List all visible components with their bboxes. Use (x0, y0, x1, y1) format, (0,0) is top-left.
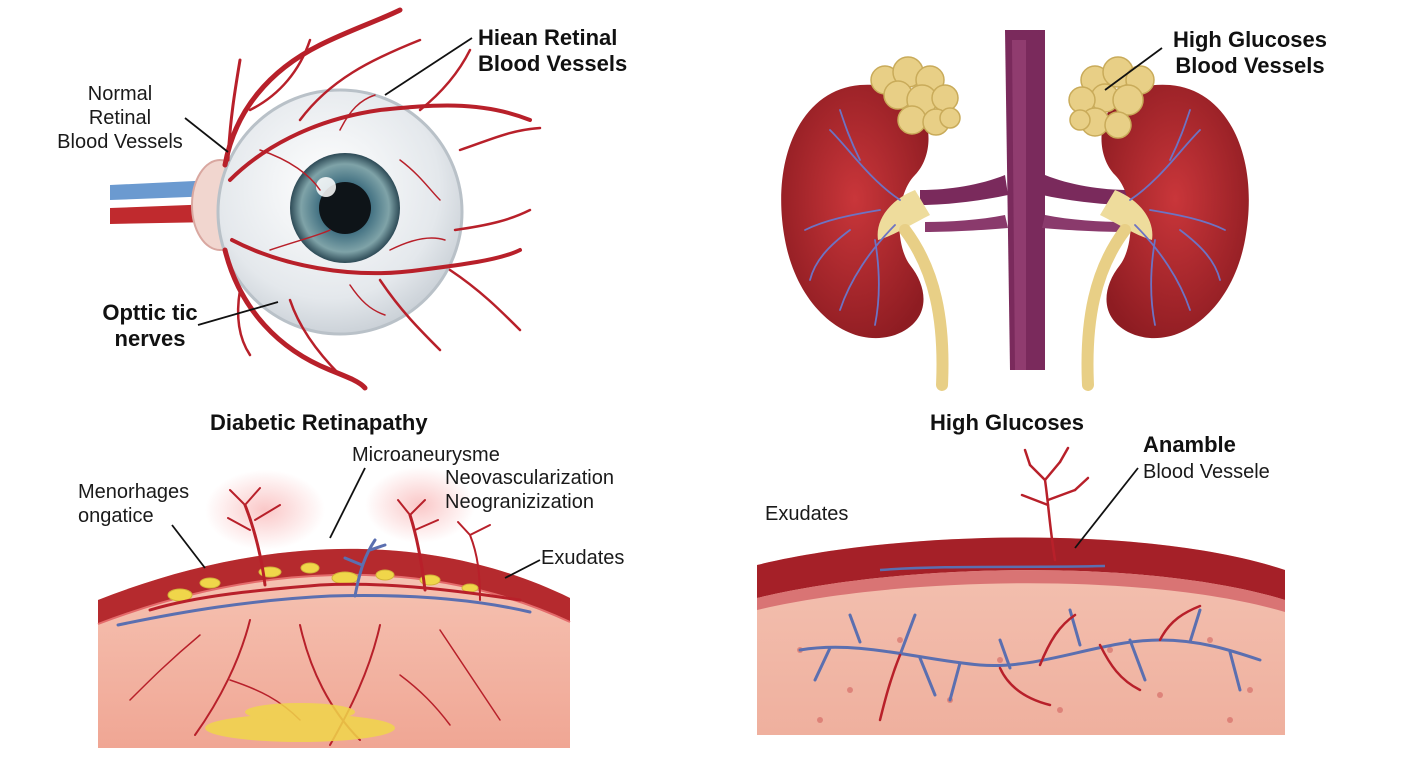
normal-label-line-3: Blood Vessels (57, 131, 183, 153)
blood-vessele-label: Blood Vessele (1143, 461, 1270, 483)
normal-label-line-2: Retinal (88, 107, 152, 129)
kidney-title: High Glucoses Blood Vessels (1150, 27, 1350, 80)
optic-nerve-label: Opttic tic nerves (95, 300, 205, 353)
neovasc-line-1: Neovascularization (445, 467, 614, 489)
kidney-illustration (781, 30, 1249, 391)
exudates-right-label: Exudates (765, 503, 849, 525)
optic-label-line-2: nerves (114, 326, 186, 352)
exudates-left-label: Exudates (541, 547, 625, 569)
optic-label-line-1: Opttic tic (102, 300, 198, 325)
normal-label-line-1: Normal (87, 83, 153, 105)
eye-illustration (110, 7, 542, 391)
hemorrhage-label: Menorhages ongatice (78, 480, 189, 528)
kidney-title-line-2: Blood Vessels (1175, 53, 1325, 79)
microaneurysm-label: Microaneurysme (352, 444, 500, 466)
eye-title-line-1: Hiean Retinal (478, 25, 618, 50)
glucose-title: High Glucoses (930, 410, 1085, 435)
kidney-title-line-1: High Glucoses (1172, 27, 1328, 52)
hemorrhage-line-2: ongatice (78, 505, 154, 527)
neovascularization-label: Neovascularization Neogranizization (445, 466, 614, 514)
eye-title: Hiean Retinal Blood Vessels (478, 25, 627, 78)
anamble-label: Anamble (1143, 432, 1236, 457)
hemorrhage-line-1: Menorhages (78, 481, 190, 503)
eye-title-line-2: Blood Vessels (478, 51, 628, 77)
retinopathy-title: Diabetic Retinapathy (210, 410, 428, 435)
retinopathy-section (97, 467, 571, 748)
glucose-section (757, 446, 1285, 735)
neovasc-line-2: Neogranizization (445, 491, 594, 513)
normal-vessels-label: Normal Retinal Blood Vessels (48, 82, 192, 154)
